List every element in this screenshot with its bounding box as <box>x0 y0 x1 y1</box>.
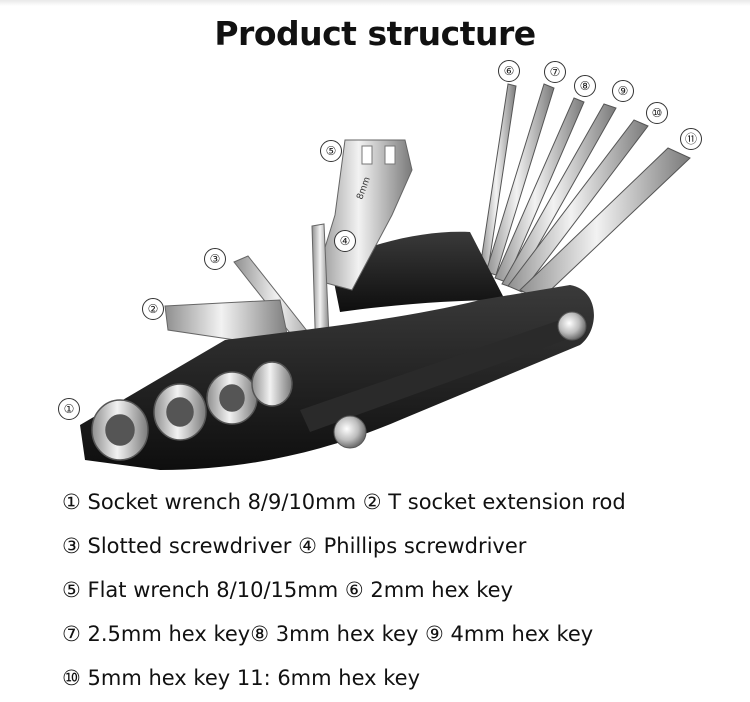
legend-line-1: ① Socket wrench 8/9/10mm ② T socket exte… <box>62 490 626 514</box>
bolt-left <box>333 415 367 449</box>
callout-10: ⑩ <box>646 102 668 124</box>
flat-wrench: 8mm <box>314 139 413 291</box>
legend-line-5: ⑩ 5mm hex key 11: 6mm hex key <box>62 666 420 690</box>
multi-tool-photo-icon: 8mm <box>80 83 691 470</box>
callout-11: ⑪ <box>680 128 702 150</box>
callout-1: ① <box>58 398 80 420</box>
legend-line-3: ⑤ Flat wrench 8/10/15mm ⑥ 2mm hex key <box>62 578 514 602</box>
callout-3: ③ <box>204 248 226 270</box>
legend-line-4: ⑦ 2.5mm hex key⑧ 3mm hex key ⑨ 4mm hex k… <box>62 622 594 646</box>
callout-6: ⑥ <box>498 60 520 82</box>
legend-line-2: ③ Slotted screwdriver ④ Phillips screwdr… <box>62 534 527 558</box>
hex-keys <box>479 83 691 301</box>
callout-2: ② <box>142 298 164 320</box>
bolt-right <box>557 311 587 341</box>
main-body <box>80 285 594 470</box>
page-title: Product structure <box>214 14 536 53</box>
parts-legend: ① Socket wrench 8/9/10mm ② T socket exte… <box>62 480 742 700</box>
callout-5: ⑤ <box>320 140 342 162</box>
sockets <box>91 361 293 461</box>
callout-7: ⑦ <box>544 61 566 83</box>
callout-4: ④ <box>334 230 356 252</box>
callout-8: ⑧ <box>574 75 596 97</box>
top-shadow-bar <box>0 0 750 6</box>
callout-9: ⑨ <box>612 80 634 102</box>
hex-key-handle <box>330 231 505 312</box>
